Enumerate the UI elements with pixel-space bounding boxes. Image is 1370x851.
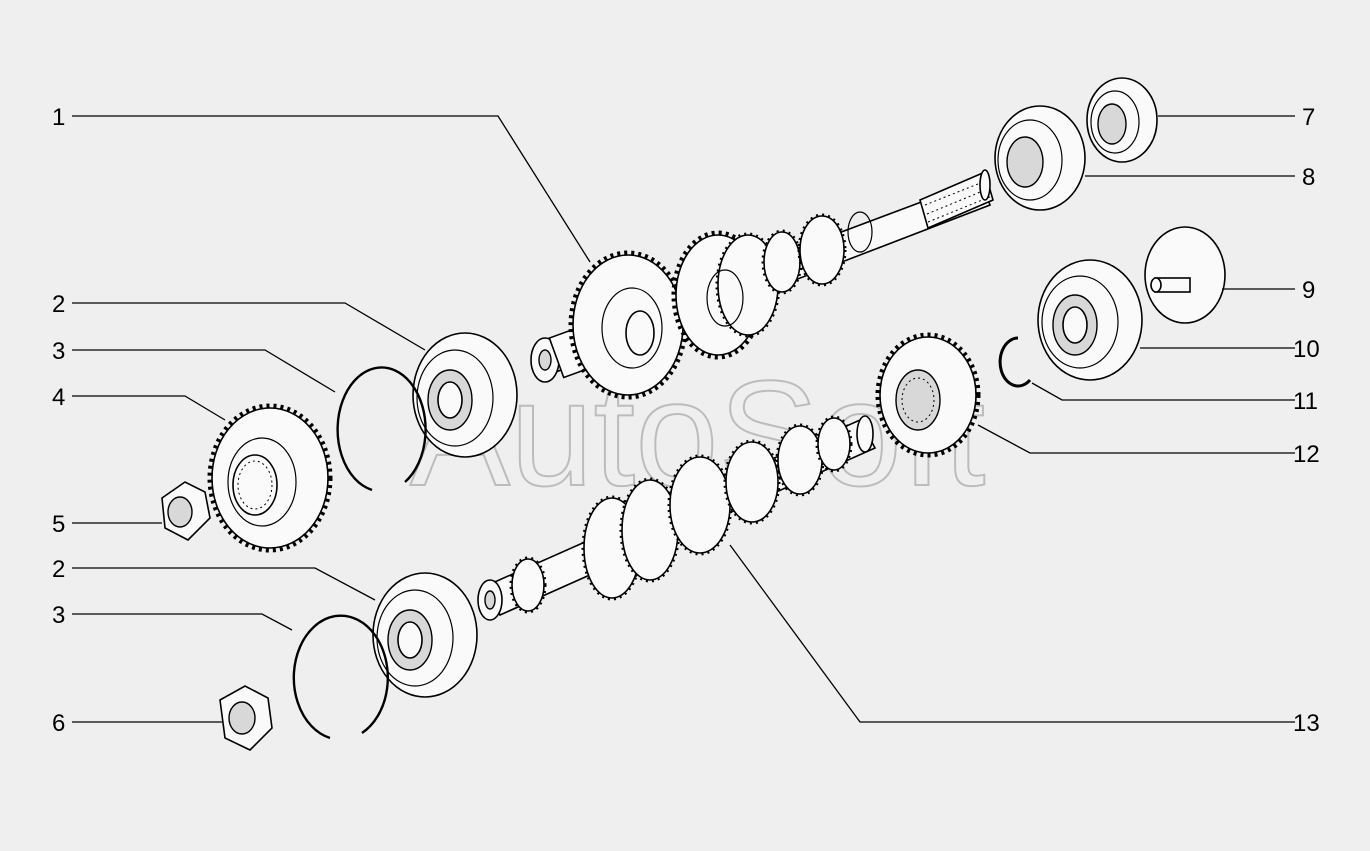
snap-ring-upper: [336, 366, 427, 492]
nut-lower: [219, 685, 273, 751]
snap-ring-lower: [292, 614, 389, 740]
callout-7: 7: [1302, 104, 1315, 131]
bevel-gear: [875, 332, 981, 458]
callout-5: 5: [52, 511, 65, 538]
callout-6: 6: [52, 710, 65, 737]
secondary-shaft: [477, 415, 877, 621]
primary-shaft: [530, 169, 994, 400]
leader-lines: [72, 115, 1295, 723]
bearing-right-top: [994, 105, 1086, 211]
circlip: [998, 336, 1032, 388]
callout-2-upper: 2: [52, 291, 65, 318]
callout-3-upper: 3: [52, 338, 65, 365]
callout-13: 13: [1293, 710, 1320, 737]
callout-4: 4: [52, 384, 65, 411]
bearing-upper: [412, 332, 518, 458]
callout-11: 11: [1293, 388, 1318, 415]
callout-8: 8: [1302, 164, 1315, 191]
bearing-cap: [1144, 226, 1226, 324]
nut-upper: [161, 481, 211, 541]
callout-3-lower: 3: [52, 602, 65, 629]
bearing-right-bottom: [1037, 259, 1143, 381]
gear-driven: [207, 403, 333, 553]
bearing-lower: [372, 572, 478, 698]
callout-10: 10: [1293, 336, 1320, 363]
callout-9: 9: [1302, 277, 1315, 304]
oil-seal: [1086, 77, 1158, 163]
callout-numbers: 1 2 3 4 5 2 3 6 7 8 9 10 11 12 13: [52, 104, 1320, 737]
callout-1: 1: [52, 104, 65, 131]
callout-2-lower: 2: [52, 556, 65, 583]
callout-12: 12: [1293, 441, 1320, 468]
